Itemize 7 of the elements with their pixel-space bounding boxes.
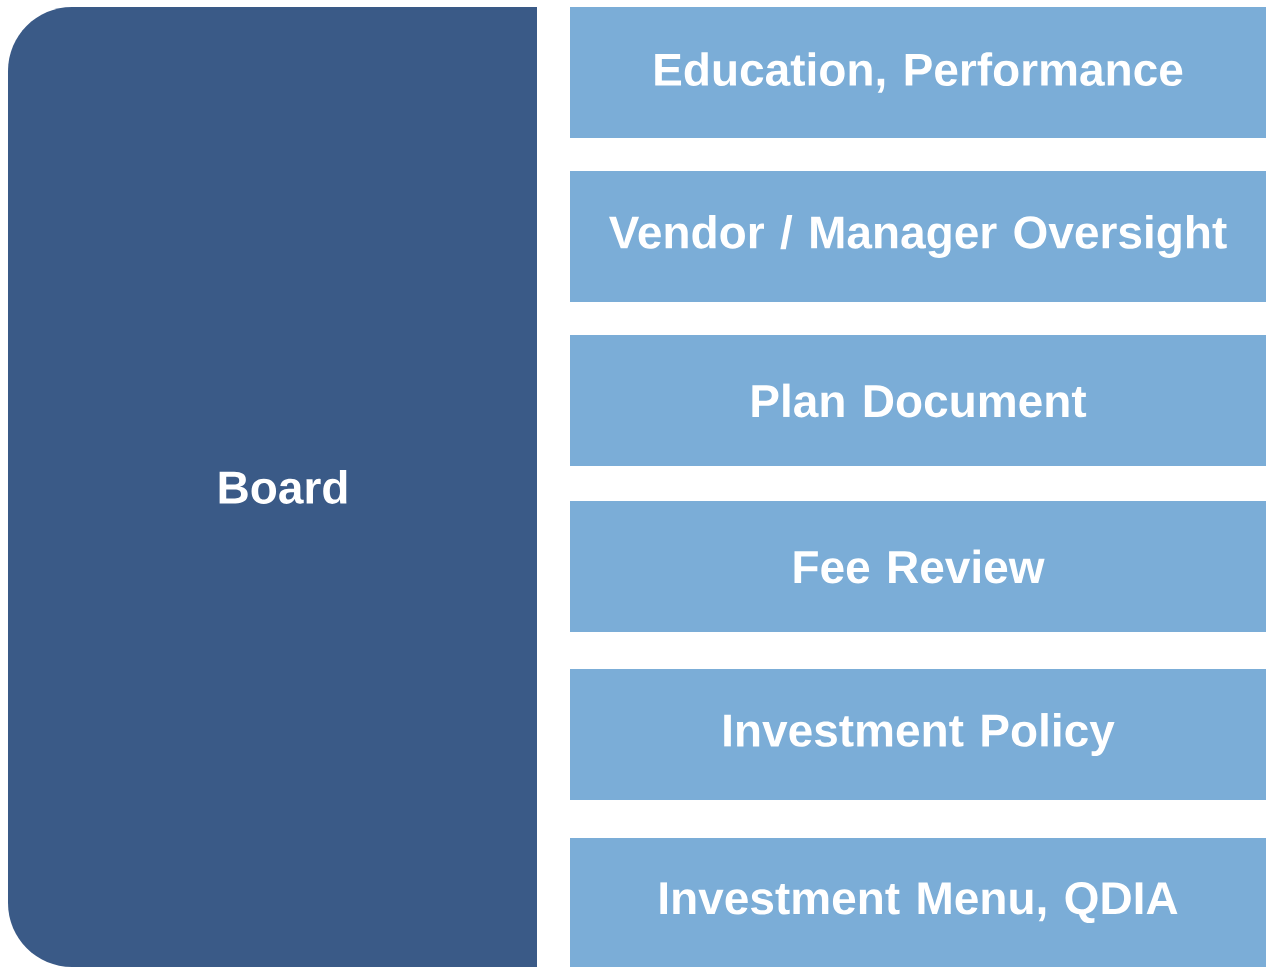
topic-box: Fee Review [570,501,1266,632]
topic-box: Investment Menu, QDIA [570,838,1266,967]
topic-box: Vendor / Manager Oversight [570,171,1266,302]
topic-box: Investment Policy [570,669,1266,800]
topic-box: Education, Performance [570,7,1266,138]
topic-box: Plan Document [570,335,1266,466]
board-panel: Board [8,7,537,967]
